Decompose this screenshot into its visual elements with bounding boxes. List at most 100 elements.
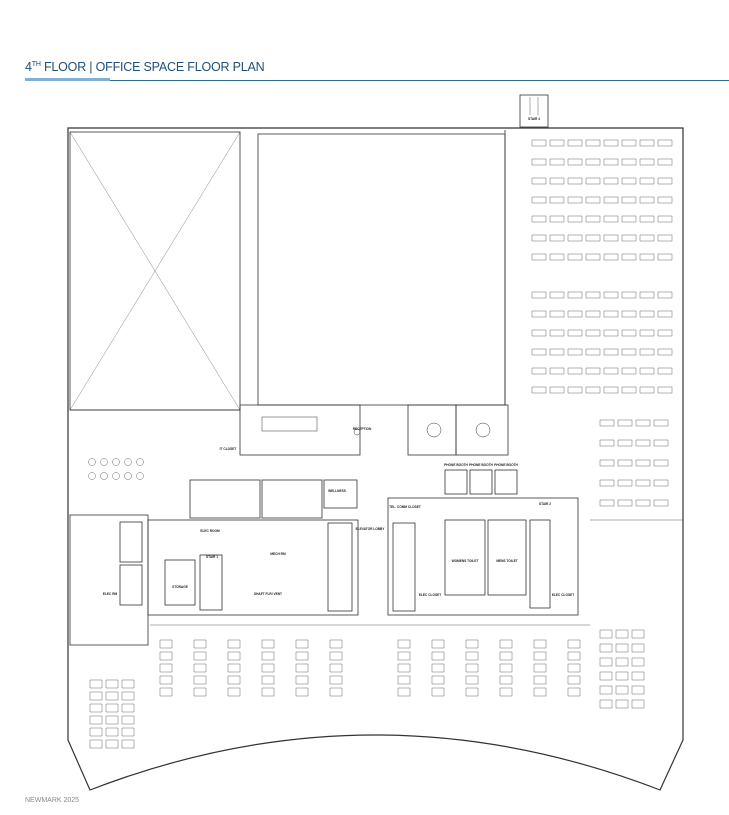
desk <box>159 651 173 661</box>
desk <box>603 386 619 394</box>
desk <box>531 234 547 242</box>
desk <box>599 479 615 487</box>
desk <box>193 687 207 697</box>
desk <box>631 643 645 653</box>
desk <box>499 663 513 673</box>
desk <box>621 310 637 318</box>
desk <box>615 629 629 639</box>
desk <box>105 691 119 701</box>
desk <box>603 139 619 147</box>
label-mech-rm: MECH RM <box>270 552 286 556</box>
desk <box>615 685 629 695</box>
desk <box>599 643 613 653</box>
desk <box>431 651 445 661</box>
desk <box>193 675 207 685</box>
desk <box>121 679 135 689</box>
desk <box>549 310 565 318</box>
desk <box>599 419 615 427</box>
workstations <box>88 139 673 749</box>
desk <box>585 253 601 261</box>
desk <box>227 675 241 685</box>
room-labels: STAIR 4 RECEPTION IT CLOSET PHONE BOOTH … <box>103 117 574 597</box>
desk <box>531 177 547 185</box>
desk <box>295 687 309 697</box>
desk <box>615 699 629 709</box>
desk <box>657 177 673 185</box>
desk <box>621 386 637 394</box>
desk <box>653 479 669 487</box>
desk <box>657 196 673 204</box>
desk <box>585 329 601 337</box>
desk <box>499 651 513 661</box>
desk <box>599 685 613 695</box>
desk <box>159 687 173 697</box>
desk <box>549 348 565 356</box>
title-text: FLOOR | OFFICE SPACE FLOOR PLAN <box>40 60 265 74</box>
desk <box>639 234 655 242</box>
desk <box>603 234 619 242</box>
label-elec-rm: ELEC RM <box>103 592 118 596</box>
desk <box>621 215 637 223</box>
desk <box>89 679 103 689</box>
desk <box>465 663 479 673</box>
desk <box>639 196 655 204</box>
desk <box>621 367 637 375</box>
desk <box>533 639 547 649</box>
desk <box>261 639 275 649</box>
desk <box>549 196 565 204</box>
desk <box>193 651 207 661</box>
desk <box>635 439 651 447</box>
desk <box>585 139 601 147</box>
desk <box>105 679 119 689</box>
desk <box>431 675 445 685</box>
desk <box>295 651 309 661</box>
desk <box>567 639 581 649</box>
desk <box>603 367 619 375</box>
desk <box>261 687 275 697</box>
desk <box>261 675 275 685</box>
desk <box>531 348 547 356</box>
desk <box>603 196 619 204</box>
desk <box>657 253 673 261</box>
desk <box>653 499 669 507</box>
desk <box>617 499 633 507</box>
desk <box>657 329 673 337</box>
label-elec-closet-1: ELEC CLOSET <box>419 593 441 597</box>
desk <box>431 639 445 649</box>
desk <box>639 291 655 299</box>
cafe-table <box>88 458 96 466</box>
desk <box>533 675 547 685</box>
desk <box>567 386 583 394</box>
desk <box>549 329 565 337</box>
cafe-table <box>112 458 120 466</box>
desk <box>621 177 637 185</box>
label-wellness: WELLNESS <box>328 489 346 493</box>
desk <box>531 158 547 166</box>
desk <box>631 685 645 695</box>
desk <box>639 386 655 394</box>
label-elec-room: ELEC ROOM <box>200 529 220 533</box>
desk <box>549 158 565 166</box>
desk <box>397 687 411 697</box>
desk <box>657 215 673 223</box>
desk <box>585 386 601 394</box>
cafe-table <box>100 472 108 480</box>
desk <box>397 639 411 649</box>
desk <box>499 675 513 685</box>
desk <box>657 367 673 375</box>
desk <box>531 329 547 337</box>
desk <box>227 639 241 649</box>
label-shaft: SHAFT FLR/ VENT <box>254 592 282 596</box>
desk <box>631 657 645 667</box>
desk <box>639 348 655 356</box>
label-reception: RECEPTION <box>353 427 372 431</box>
desk <box>567 663 581 673</box>
desk <box>567 139 583 147</box>
desk <box>121 691 135 701</box>
desk <box>617 439 633 447</box>
desk <box>549 177 565 185</box>
desk <box>193 639 207 649</box>
desk <box>533 651 547 661</box>
desk <box>549 139 565 147</box>
